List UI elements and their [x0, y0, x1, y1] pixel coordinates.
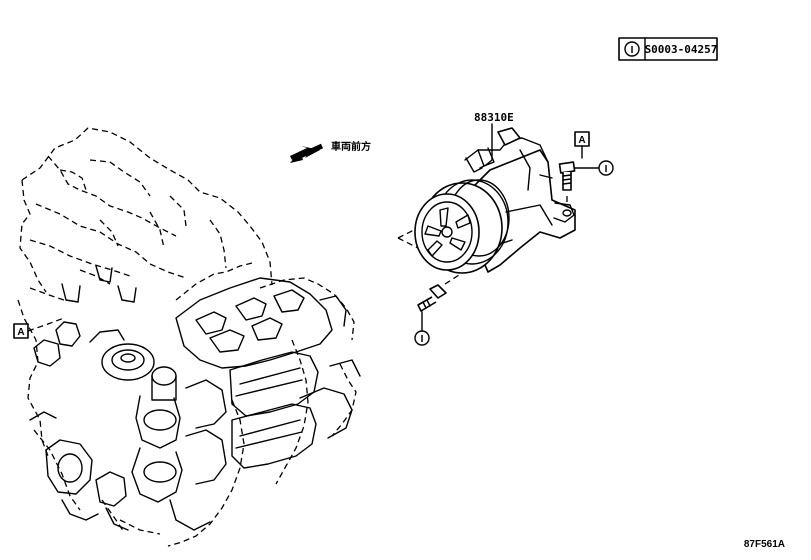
part-leader-line — [479, 123, 493, 169]
svg-text:A: A — [17, 327, 24, 338]
ac-compressor — [414, 127, 576, 274]
fastener-symbol-circle — [414, 330, 430, 346]
bolt-right: I — [558, 160, 614, 191]
reference-code-box: I S0003-04257 — [618, 37, 718, 61]
front-direction-indicator: 車両前方 — [290, 140, 371, 163]
engine-block — [17, 127, 361, 547]
bolt-left: I — [414, 284, 447, 346]
front-direction-label: 車両前方 — [331, 140, 371, 153]
svg-text:I: I — [605, 164, 608, 175]
reference-code: S0003-04257 — [645, 43, 718, 56]
callout-a-compressor: A — [574, 131, 590, 159]
svg-text:A: A — [578, 135, 585, 146]
reference-symbol: I — [631, 45, 634, 56]
part-number-label: 88310E — [474, 111, 514, 124]
fastener-symbol-circle — [598, 160, 614, 176]
svg-text:I: I — [421, 334, 424, 345]
fastener-symbol-circle — [624, 41, 640, 57]
figure-code: 87F561A — [744, 539, 785, 550]
callout-a-engine: A — [13, 317, 65, 339]
